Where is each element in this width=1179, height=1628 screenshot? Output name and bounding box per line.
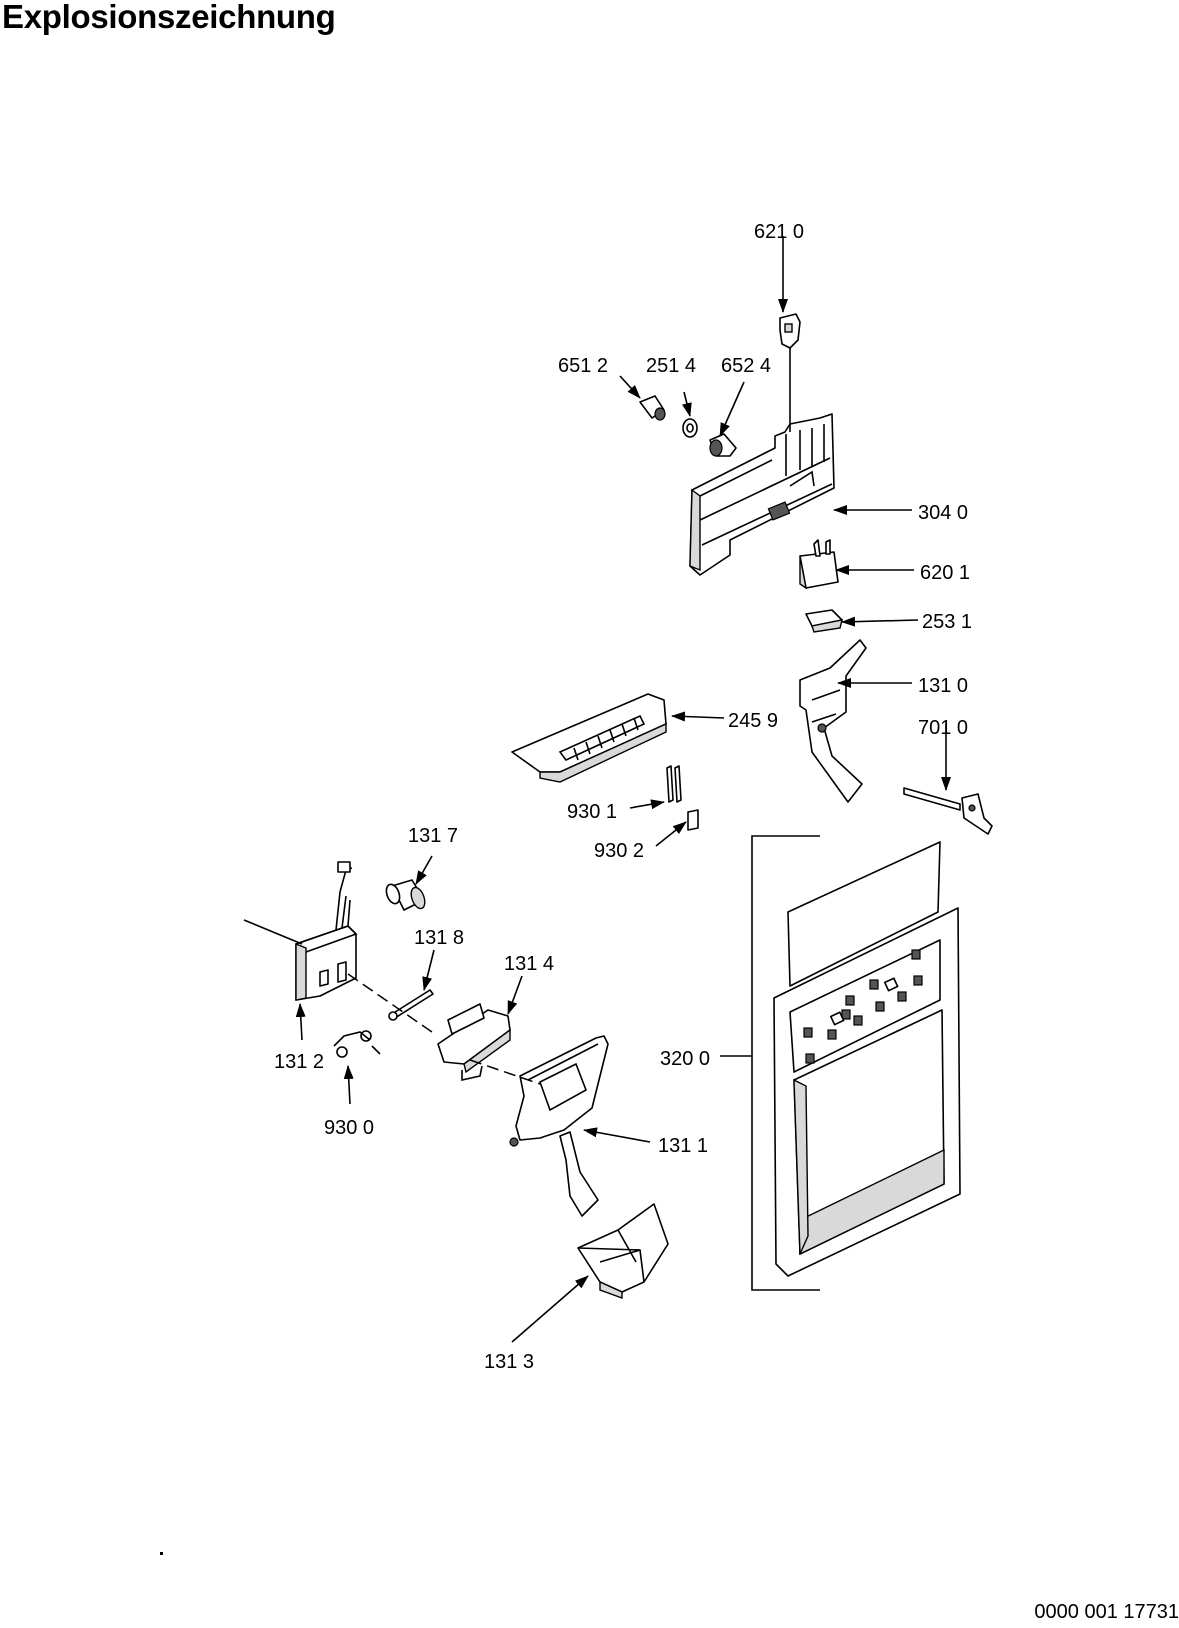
part-6201-relay [799, 539, 839, 590]
callout-1312: 131 2 [274, 1051, 324, 1073]
part-1311-chute [509, 1035, 609, 1217]
callout-2531: 253 1 [922, 611, 972, 633]
callout-1318: 131 8 [414, 927, 464, 949]
callout-6201: 620 1 [920, 562, 970, 584]
callout-6512: 651 2 [558, 355, 608, 377]
part-1318-pin [388, 989, 434, 1021]
callout-2459: 245 9 [728, 710, 778, 732]
callout-1310: 131 0 [918, 675, 968, 697]
callout-1313: 131 3 [484, 1351, 534, 1373]
callout-3200: 320 0 [660, 1048, 710, 1070]
document-number: 0000 001 17731 [1034, 1601, 1179, 1623]
callout-1311: 131 1 [658, 1135, 708, 1157]
callout-7010: 701 0 [918, 717, 968, 739]
part-1310-lever [799, 639, 867, 803]
callout-1317: 131 7 [408, 825, 458, 847]
part-9301-clip [666, 765, 682, 803]
part-9300-spring [333, 1030, 381, 1058]
part-1312-motor [295, 861, 358, 1001]
part-2514-ring [682, 418, 698, 438]
callout-9301: 930 1 [567, 801, 617, 823]
assembly-line-hinge-chute [469, 1059, 541, 1085]
callout-3040: 304 0 [918, 502, 968, 524]
part-2459-tray [511, 693, 667, 783]
part-1314-hinge [437, 1003, 511, 1081]
callout-labels: 621 0 651 2 251 4 652 4 304 0 620 1 253 … [274, 221, 972, 1373]
callout-1314: 131 4 [504, 953, 554, 975]
callout-2514: 251 4 [646, 355, 696, 377]
part-7010-shaft [903, 787, 993, 835]
part-1313-flap [577, 1203, 669, 1299]
part-6210-switch [779, 313, 801, 349]
part-3200-panel [751, 835, 961, 1291]
callout-9302: 930 2 [594, 840, 644, 862]
part-3040-housing [689, 413, 835, 576]
part-6524-lamp [709, 433, 737, 457]
part-6512-knob [639, 395, 666, 421]
callout-6210: 621 0 [754, 221, 804, 243]
page-title: Explosionszeichnung [2, 0, 336, 35]
part-1317-plug [385, 879, 426, 911]
callout-leaders [295, 236, 951, 1343]
callout-9300: 930 0 [324, 1117, 374, 1139]
part-2531-cap [805, 609, 843, 633]
stray-dot [160, 1552, 163, 1555]
callout-6524: 652 4 [721, 355, 771, 377]
leader-line-motor-wires [243, 919, 303, 945]
part-9302-clip [687, 809, 699, 831]
